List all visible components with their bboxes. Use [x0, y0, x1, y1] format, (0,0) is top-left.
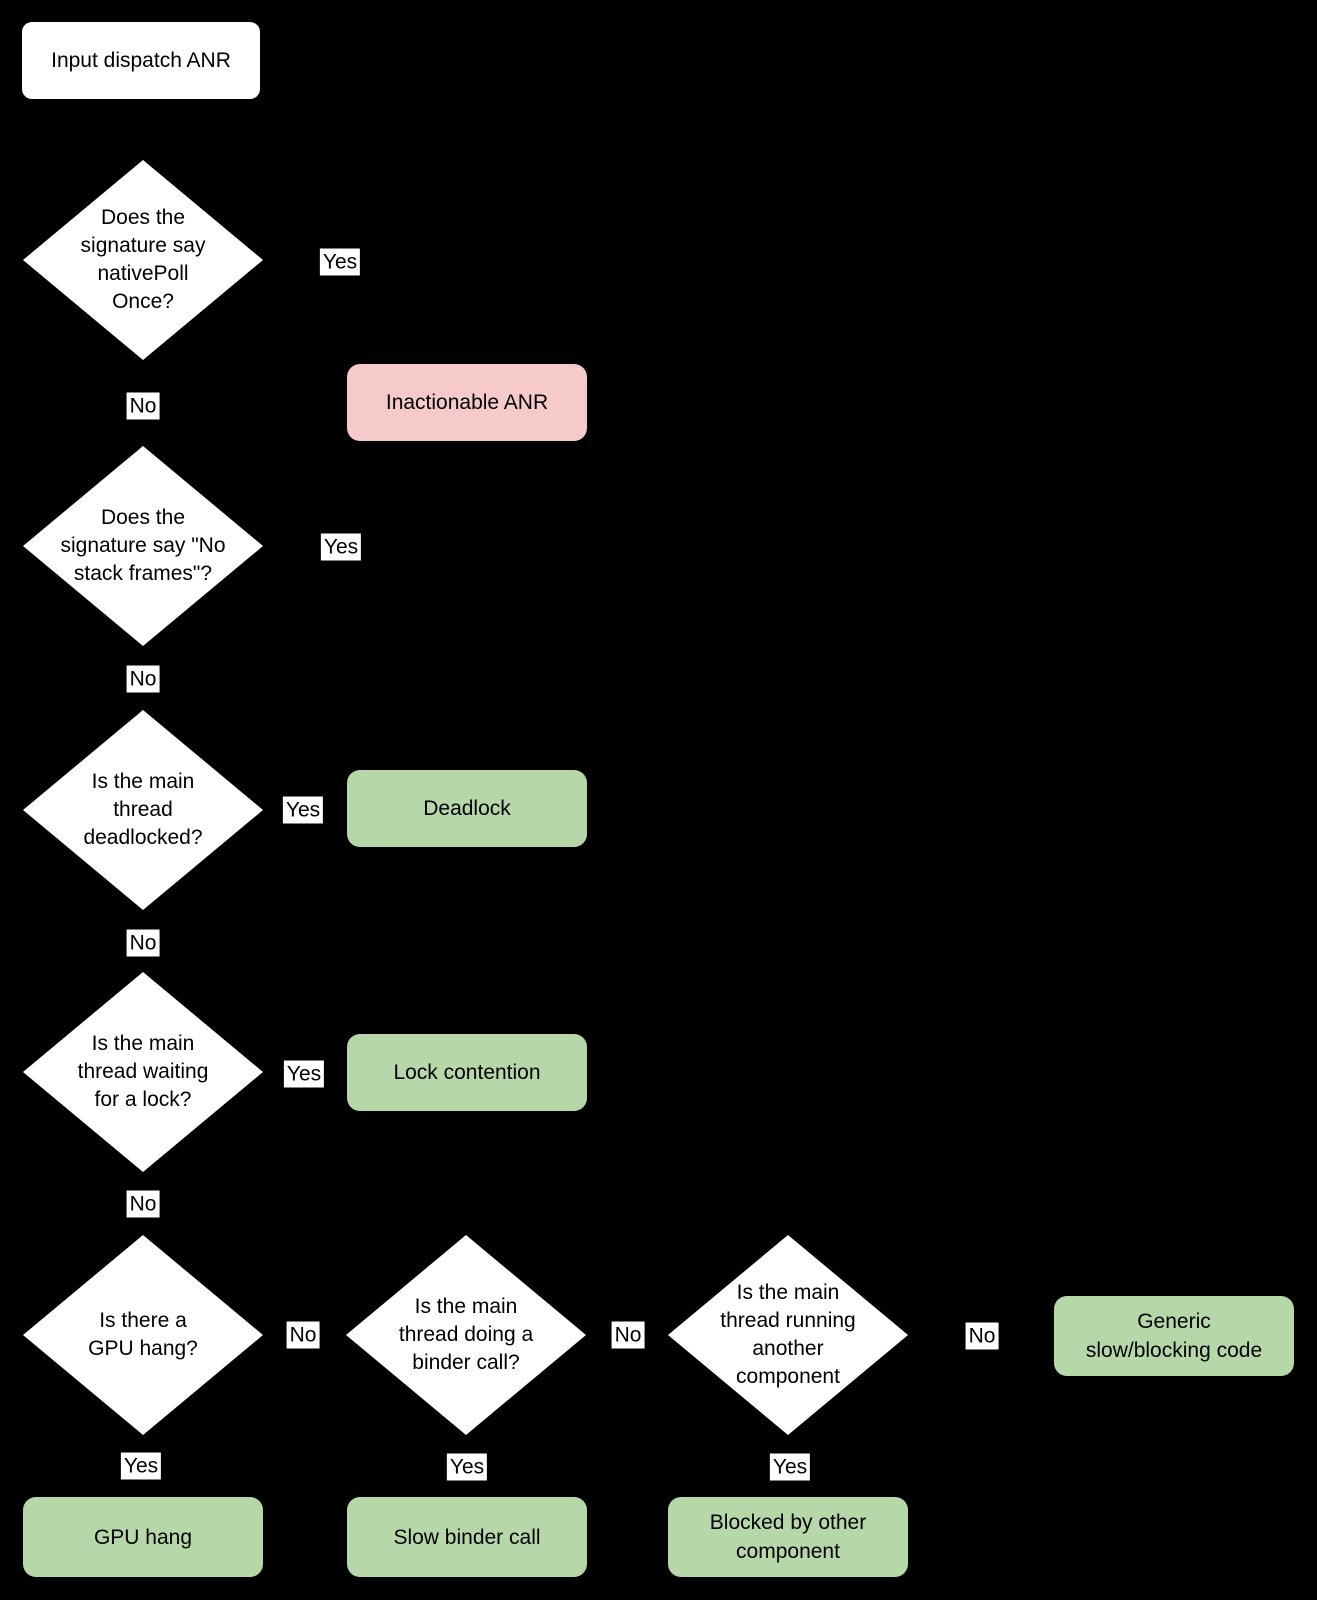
decision-native-poll-once: Does the signature say nativePoll Once?: [23, 160, 263, 360]
outcome-deadlock: Deadlock: [347, 770, 587, 847]
decision-no-stack-frames: Does the signature say "No stack frames"…: [23, 446, 263, 646]
edge-label-yes: Yes: [282, 796, 324, 824]
outcome-inactionable-anr: Inactionable ANR: [347, 364, 587, 441]
outcome-generic-slow-blocking-code: Generic slow/blocking code: [1054, 1296, 1294, 1376]
edge-label-no: No: [965, 1322, 999, 1350]
decision-main-thread-waiting-for-lock: Is the main thread waiting for a lock?: [23, 972, 263, 1172]
outcome-blocked-by-other-component: Blocked by other component: [668, 1497, 908, 1577]
edge-label-yes: Yes: [120, 1452, 162, 1480]
edge-label-no: No: [126, 929, 160, 957]
decision-gpu-hang: Is there a GPU hang?: [23, 1235, 263, 1435]
edge-label-yes: Yes: [320, 533, 362, 561]
start-node-input-dispatch-anr: Input dispatch ANR: [22, 22, 260, 99]
outcome-lock-contention: Lock contention: [347, 1034, 587, 1111]
decision-main-thread-deadlocked: Is the main thread deadlocked?: [23, 710, 263, 910]
outcome-slow-binder-call: Slow binder call: [347, 1497, 587, 1577]
decision-running-another-component: Is the main thread running another compo…: [668, 1235, 908, 1435]
edge-label-no: No: [611, 1321, 645, 1349]
edge-label-yes: Yes: [283, 1060, 325, 1088]
edge-label-no: No: [126, 392, 160, 420]
edge-label-yes: Yes: [446, 1453, 488, 1481]
decision-binder-call: Is the main thread doing a binder call?: [346, 1235, 586, 1435]
outcome-gpu-hang: GPU hang: [23, 1497, 263, 1577]
edge-label-no: No: [126, 1190, 160, 1218]
edge-label-no: No: [286, 1321, 320, 1349]
edge-label-no: No: [126, 665, 160, 693]
edge-label-yes: Yes: [319, 248, 361, 276]
edge-label-yes: Yes: [769, 1453, 811, 1481]
